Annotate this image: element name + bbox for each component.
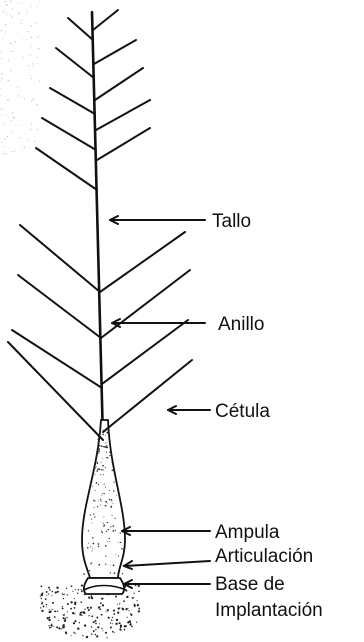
barb-left-1 [68,18,93,40]
barb-right-9 [103,360,192,432]
label-ampula: Ampula [215,522,280,543]
label-base-line2: Implantación [215,600,323,621]
barb-right-3 [95,68,143,100]
barb-right-2 [94,40,136,64]
arrow-articulacion [124,561,210,566]
background-speckle [0,1,40,155]
barb-right-1 [93,10,118,30]
label-anillo: Anillo [218,314,264,335]
barb-left-5 [36,148,97,190]
barb-left-3 [50,88,95,114]
label-base-line1: Base de [215,574,285,595]
barb-left-2 [56,48,94,78]
label-articulacion: Articulación [215,546,313,567]
label-cetula: Cétula [215,401,270,422]
barb-right-4 [96,100,150,130]
label-tallo: Tallo [212,211,251,232]
leader-arrows [110,216,210,588]
barbs [8,10,192,440]
barb-right-5 [97,128,150,160]
barb-left-9 [8,342,103,440]
barb-left-4 [42,118,96,150]
barb-left-6 [20,225,100,292]
ampulla [82,420,125,578]
barb-left-7 [18,275,101,338]
shaft [92,12,104,480]
